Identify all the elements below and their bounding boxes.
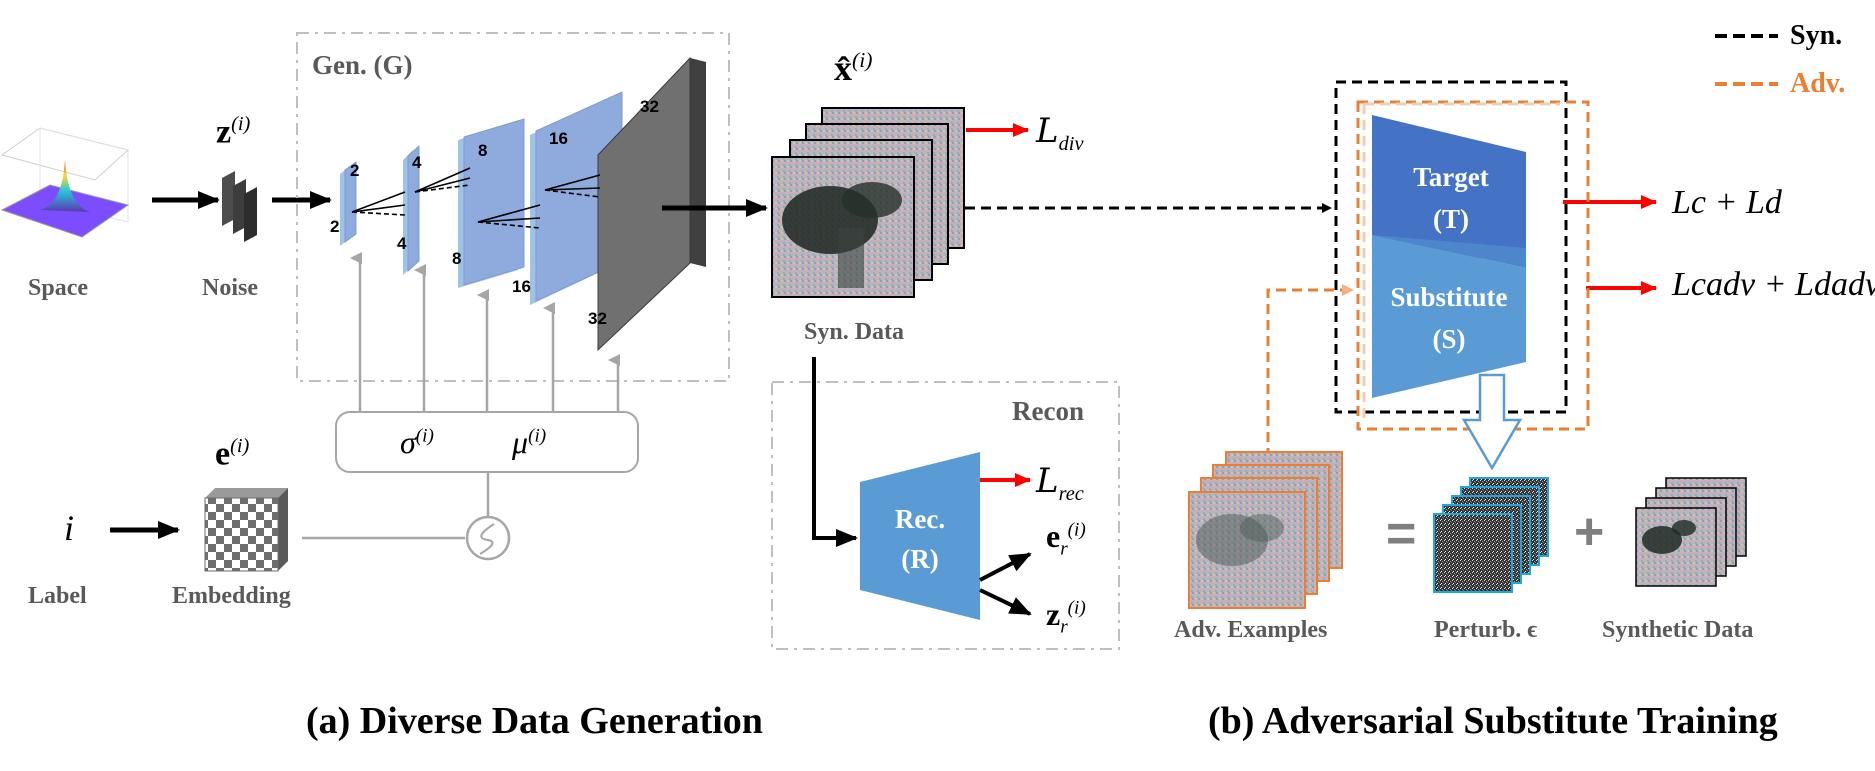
arrow-rec-to-er (979, 552, 1032, 582)
loss-div: Ldiv (1036, 111, 1084, 155)
layer3-height-label: 8 (452, 249, 462, 268)
substitute-label-line1: Substitute (1390, 282, 1508, 312)
layer2-width-label: 4 (412, 153, 422, 172)
layer3-width-label: 8 (478, 141, 488, 160)
layer5-width-label: 32 (640, 97, 659, 116)
er-symbol: er(i) (1046, 518, 1086, 560)
target-label-line1: Target (1413, 162, 1489, 192)
perturbation-stack (1433, 477, 1549, 593)
embedding-cube (204, 488, 288, 572)
layer1-height-label: 2 (330, 217, 340, 236)
legend-syn-label: Syn. (1790, 20, 1843, 51)
noise-symbol: z(i) (216, 113, 251, 151)
affine-params-box (335, 411, 639, 473)
loss-cd: Lc + Ld (1672, 184, 1782, 221)
legend-adv-label: Adv. (1790, 68, 1846, 99)
perturb-label: Perturb. ϵ (1434, 617, 1538, 643)
label-label: Label (28, 583, 87, 609)
layer-connections (351, 167, 601, 229)
rec-label-line1: Rec. (894, 504, 946, 534)
layer4-width-label: 16 (549, 129, 568, 148)
target-label-line2: (T) (1433, 204, 1469, 234)
arrow-rec-to-zr (979, 588, 1032, 616)
param-arrows (350, 252, 620, 412)
caption-b: (b) Adversarial Substitute Training (1208, 700, 1778, 742)
synthetic-data-label: Synthetic Data (1602, 617, 1754, 643)
mu-symbol: μ(i) (512, 424, 547, 460)
substitute-model-shape (1372, 235, 1526, 398)
space-label: Space (28, 275, 88, 301)
perturb-down-arrow (1461, 373, 1523, 471)
loss-adv: Lcadv + Ldadv (1672, 266, 1875, 303)
substitute-label-line2: (S) (1432, 324, 1466, 354)
layer1-width-label: 2 (350, 161, 360, 180)
plus-sign: + (1574, 503, 1605, 561)
adv-examples-label: Adv. Examples (1174, 617, 1328, 643)
embedding-label: Embedding (172, 583, 291, 609)
xhat-symbol: x̂(i) (834, 48, 873, 88)
noise-label: Noise (202, 275, 258, 301)
noise-stack (222, 171, 257, 242)
zr-symbol: zr(i) (1046, 596, 1086, 638)
syn-data-stack (771, 107, 965, 298)
index-symbol: i (64, 508, 75, 548)
adv-examples-stack (1188, 451, 1343, 609)
arrow-syndata-to-rec (812, 357, 858, 547)
sigma-symbol: σ(i) (400, 424, 434, 460)
rec-label-line2: (R) (901, 544, 939, 574)
recon-title: Recon (1012, 396, 1084, 426)
layer4-height-label: 16 (512, 277, 531, 296)
syn-dashed-box (1334, 80, 1568, 414)
layer5-height-label: 32 (588, 309, 607, 328)
caption-a: (a) Diverse Data Generation (306, 700, 763, 742)
mlp-node (465, 515, 511, 561)
space-plot (0, 127, 130, 238)
layer2-height-label: 4 (397, 234, 407, 253)
generator-layers (340, 56, 706, 352)
equals-sign: = (1386, 505, 1417, 563)
loss-rec: Lrec (1036, 461, 1084, 505)
recon-box (771, 381, 1120, 650)
embedding-symbol: e(i) (215, 435, 250, 473)
adv-examples-to-substitute-line (1266, 284, 1354, 458)
generator-title: Gen. (G) (312, 50, 413, 80)
synthetic-data-stack (1635, 477, 1747, 587)
syn-data-label: Syn. Data (804, 319, 905, 345)
rec-network-shape (860, 452, 980, 620)
